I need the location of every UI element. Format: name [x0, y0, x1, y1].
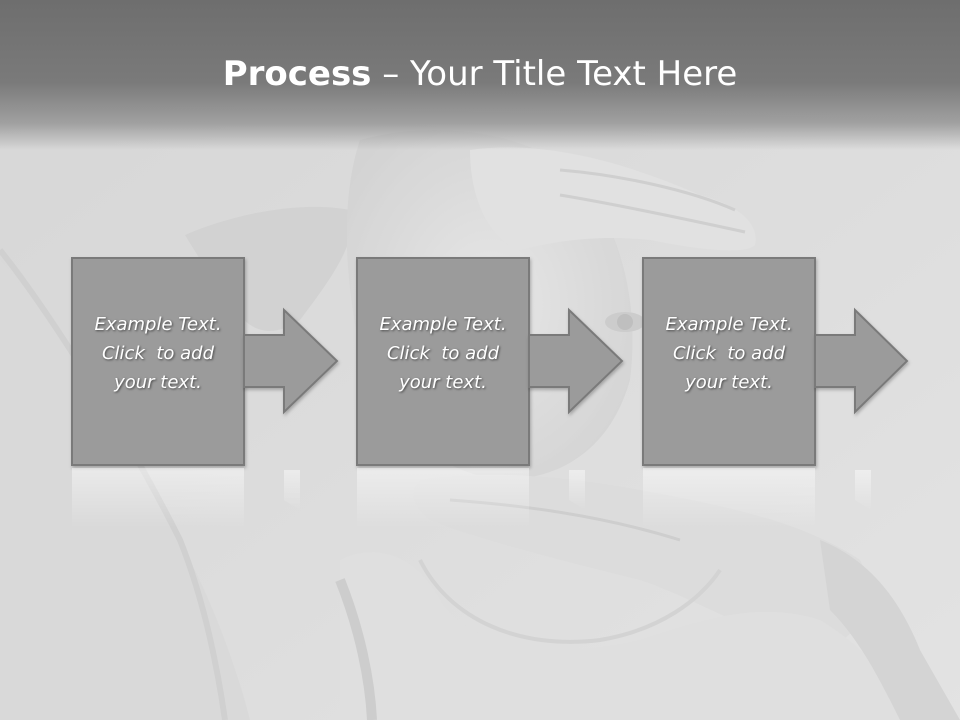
arrow-right-icon [528, 307, 624, 510]
slide-title[interactable]: Process – Your Title Text Here [0, 52, 960, 96]
process-step-3[interactable] [642, 257, 816, 528]
step-1-text[interactable]: Example Text. Click to add your text. [72, 310, 244, 397]
title-rest: – Your Title Text Here [371, 54, 738, 94]
step-1-line-3: your text. [114, 372, 202, 393]
process-step-1[interactable] [71, 257, 245, 528]
step-2-line-2: Click to add [386, 343, 499, 364]
step-3-line-1: Example Text. [665, 314, 793, 335]
process-step-2[interactable] [356, 257, 530, 528]
step-2-line-1: Example Text. [379, 314, 507, 335]
step-3-line-2: Click to add [672, 343, 785, 364]
step-3-text[interactable]: Example Text. Click to add your text. [643, 310, 815, 397]
title-band [0, 0, 960, 150]
step-3-line-3: your text. [685, 372, 773, 393]
step-1-line-1: Example Text. [94, 314, 222, 335]
title-bold: Process [222, 54, 372, 94]
step-2-text[interactable]: Example Text. Click to add your text. [357, 310, 529, 397]
arrow-right-icon [243, 307, 339, 510]
step-1-line-2: Click to add [101, 343, 214, 364]
arrow-right-icon [814, 307, 909, 510]
step-2-line-3: your text. [399, 372, 487, 393]
